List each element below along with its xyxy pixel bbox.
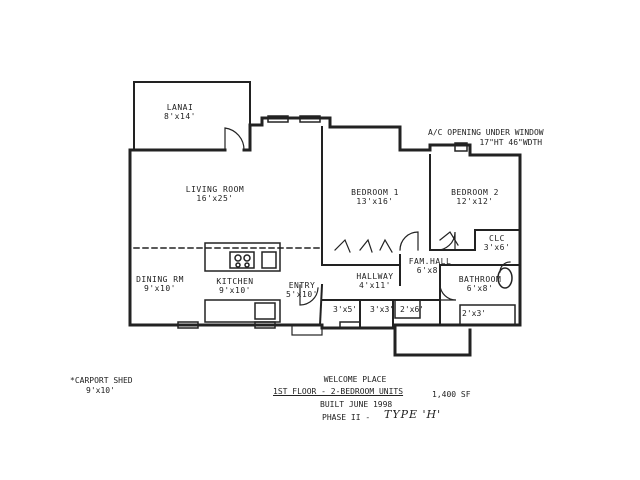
kitchen-counters — [204, 242, 281, 323]
carport-note: *CARPORT SHED 9'x10' — [70, 376, 133, 396]
title-type-handwritten: TYPE 'H' — [384, 408, 442, 421]
famhall-name: FAM.HALL — [408, 257, 452, 266]
bathroom-fixtures — [394, 267, 516, 326]
room-label-entry: ENTRY 5'x10' — [282, 281, 322, 299]
room-label-lanai: LANAI 8'x14' — [160, 103, 200, 121]
entry-name: ENTRY — [288, 281, 316, 290]
room-label-famhall: FAM.HALL 6'x8' — [405, 257, 455, 275]
room-label-kitchen: KITCHEN 9'x10' — [215, 277, 255, 295]
bathroom-name: BATHROOM — [458, 275, 502, 284]
room-label-dining: DINING RM 9'x10' — [135, 275, 185, 293]
ac-note-line1: A/C OPENING UNDER WINDOW — [428, 128, 544, 137]
clc-name: CLC — [489, 234, 505, 243]
title-line3: BUILT JUNE 1998 — [320, 400, 393, 409]
bed2-name: BEDROOM 2 — [451, 188, 499, 197]
clc-dim: 3'x6' — [483, 243, 511, 252]
lanai-dim: 8'x14' — [164, 112, 196, 121]
dining-name: DINING RM — [136, 275, 184, 284]
lanai-name: LANAI — [166, 103, 194, 112]
title-area: 1,400 SF — [432, 390, 471, 399]
bed1-dim: 13'x16' — [356, 197, 394, 206]
ac-note: A/C OPENING UNDER WINDOW 17"HT 46"WDTH — [428, 128, 544, 148]
title-line4: PHASE II - — [322, 413, 371, 422]
famhall-dim: 6'x8' — [416, 266, 444, 275]
bed1-name: BEDROOM 1 — [351, 188, 399, 197]
entry-stoop — [291, 324, 323, 336]
dining-dim: 9'x10' — [144, 284, 176, 293]
kitchen-name: KITCHEN — [216, 277, 254, 286]
kitchen-dim: 9'x10' — [219, 286, 251, 295]
closet-a-dim: 3'x5' — [333, 305, 358, 314]
closet-d-dim: 2'x3' — [462, 309, 487, 318]
carport-label: *CARPORT SHED — [70, 376, 133, 385]
living-name: LIVING ROOM — [185, 185, 245, 194]
closet-b-dim: 3'x3' — [370, 305, 395, 314]
ac-note-line2: 17"HT 46"WDTH — [479, 138, 543, 147]
bed2-dim: 12'x12' — [456, 197, 494, 206]
closet-c-dim: 2'x6' — [400, 305, 425, 314]
door-swings — [224, 127, 511, 306]
carport-dim: 9'x10' — [86, 386, 115, 395]
title-line1: WELCOME PLACE — [323, 375, 387, 384]
title-block: WELCOME PLACE — [275, 375, 435, 385]
hallway-name: HALLWAY — [356, 272, 394, 281]
windows — [177, 115, 468, 329]
room-label-clc: CLC 3'x6' — [482, 234, 512, 252]
lanai-walls — [133, 81, 251, 151]
title-line2: 1ST FLOOR - 2-BEDROOM UNITS — [273, 387, 404, 396]
bathroom-dim: 6'x8' — [466, 284, 494, 293]
exterior-walls — [128, 116, 522, 357]
room-label-hallway: HALLWAY 4'x11' — [350, 272, 400, 290]
room-label-bed2: BEDROOM 2 12'x12' — [445, 188, 505, 206]
room-label-living: LIVING ROOM 16'x25' — [180, 185, 250, 203]
hallway-dim: 4'x11' — [359, 281, 391, 290]
room-label-bed1: BEDROOM 1 13'x16' — [345, 188, 405, 206]
entry-dim: 5'x10' — [286, 290, 318, 299]
interior-walls — [318, 126, 521, 329]
living-dim: 16'x25' — [196, 194, 234, 203]
room-label-bathroom: BATHROOM 6'x8' — [455, 275, 505, 293]
